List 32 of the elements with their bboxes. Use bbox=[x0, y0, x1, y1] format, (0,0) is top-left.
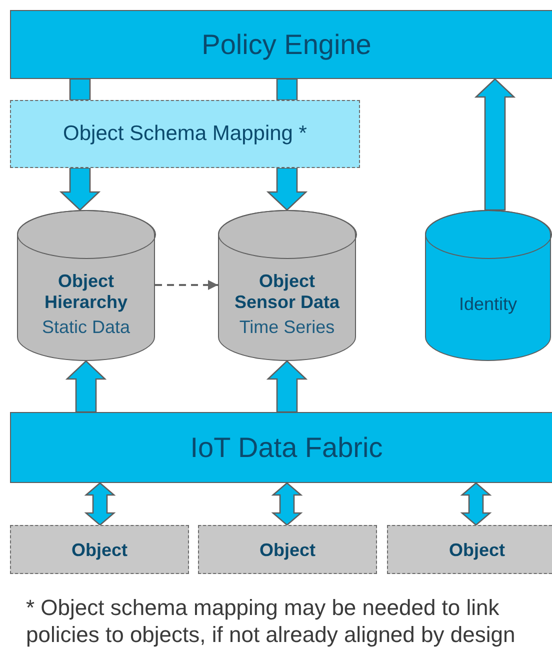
database-title: Object Hierarchy bbox=[43, 270, 129, 312]
block-arrow bbox=[59, 167, 101, 211]
block-arrow bbox=[266, 360, 308, 413]
footnote: * Object schema mapping may be needed to link policies to objects, if not already aligned by design bbox=[26, 594, 516, 648]
connector-bar bbox=[276, 78, 298, 101]
block-arrow bbox=[84, 482, 116, 526]
mapping-label: Object Schema Mapping * bbox=[63, 121, 307, 147]
database-subtitle: Static Data bbox=[42, 316, 130, 338]
block-arrow bbox=[65, 360, 107, 413]
database-label: Identity bbox=[458, 294, 518, 314]
mapping-box bbox=[10, 100, 360, 168]
object-label: Object bbox=[259, 538, 316, 560]
block-arrow bbox=[460, 482, 492, 526]
database-title: Object Sensor Data bbox=[233, 270, 341, 312]
block-arrow bbox=[271, 482, 303, 526]
object-box bbox=[387, 525, 552, 574]
layer-bar bbox=[10, 412, 552, 483]
block-arrow bbox=[266, 167, 308, 211]
layer-bar bbox=[10, 10, 552, 79]
database-cylinder bbox=[425, 210, 551, 361]
database-cylinder bbox=[17, 210, 155, 361]
database-subtitle: Time Series bbox=[239, 316, 335, 338]
layer-label: Policy Engine bbox=[202, 28, 372, 62]
object-label: Object bbox=[71, 538, 128, 560]
dashed-arrow bbox=[155, 280, 218, 290]
layer-label: IoT Data Fabric bbox=[190, 430, 383, 464]
object-box bbox=[10, 525, 189, 574]
connector-bar bbox=[69, 78, 91, 101]
object-box bbox=[198, 525, 377, 574]
database-cylinder bbox=[218, 210, 356, 361]
object-label: Object bbox=[448, 538, 505, 560]
block-arrow bbox=[474, 78, 516, 211]
